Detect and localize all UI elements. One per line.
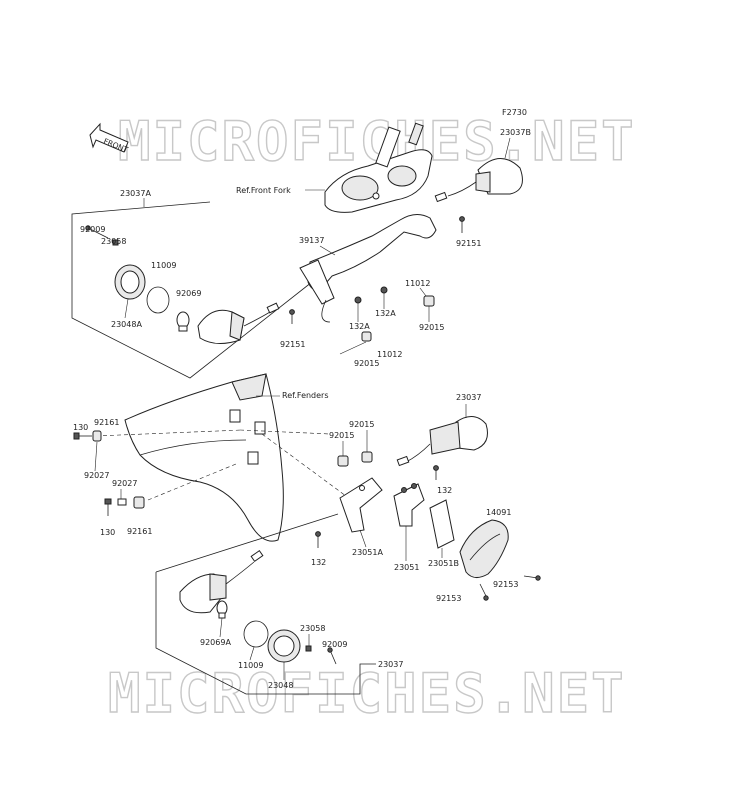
label-23051: 23051 xyxy=(394,563,419,572)
screw-92009-bottom xyxy=(327,647,337,665)
label-92151-right: 92151 xyxy=(456,239,481,248)
inset-frame-top-left xyxy=(71,201,313,379)
label-92009-top: 92009 xyxy=(80,225,105,234)
label-132A-right: 132A xyxy=(375,309,396,318)
turn-signal-23037B xyxy=(434,158,523,203)
bolt-130-upper xyxy=(73,432,92,440)
bolt-132-lower xyxy=(315,531,321,548)
label-39137: 39137 xyxy=(299,236,324,245)
cover-14091 xyxy=(459,519,509,578)
nut-23058-bottom xyxy=(305,645,312,652)
label-23037B: 23037B xyxy=(500,128,531,137)
label-23051A: 23051A xyxy=(352,548,383,557)
label-132-right: 132 xyxy=(437,486,452,495)
label-92015-right: 92015 xyxy=(419,323,444,332)
label-92027-upper: 92027 xyxy=(84,471,109,480)
bolt-130-lower xyxy=(104,498,112,516)
diagram-code: F2730 xyxy=(502,108,527,117)
front-fork-bracket xyxy=(324,122,433,213)
label-11012-right: 11012 xyxy=(405,279,430,288)
oring-11009-top xyxy=(146,286,170,314)
bolt-132-right xyxy=(433,465,439,480)
label-130-upper: 130 xyxy=(73,423,88,432)
label-23037-right: 23037 xyxy=(456,393,481,402)
grommet-11012-left xyxy=(361,331,372,342)
label-92009-bottom: 92009 xyxy=(322,640,347,649)
label-92027-lower: 92027 xyxy=(112,479,137,488)
grommet-92161-lower xyxy=(133,496,145,509)
housing-23048 xyxy=(267,629,301,663)
label-23058-top: 23058 xyxy=(101,237,126,246)
label-92161-upper: 92161 xyxy=(94,418,119,427)
nut-23058-top xyxy=(112,239,119,246)
turn-signal-23037-bottom xyxy=(179,549,264,614)
screw-92151-right xyxy=(459,216,465,233)
watermark-bottom: MICROFICHES.NET xyxy=(108,662,626,725)
label-132-lower: 132 xyxy=(311,558,326,567)
oring-11009-bottom xyxy=(243,620,269,648)
label-130-lower: 130 xyxy=(100,528,115,537)
label-23037A: 23037A xyxy=(120,189,151,198)
label-92153-right: 92153 xyxy=(493,580,518,589)
label-23048: 23048 xyxy=(268,681,293,690)
label-23058-bottom: 23058 xyxy=(300,624,325,633)
label-23048A: 23048A xyxy=(111,320,142,329)
label-92161-lower: 92161 xyxy=(127,527,152,536)
stay-23051B xyxy=(429,499,455,549)
label-92153-left: 92153 xyxy=(436,594,461,603)
bulb-92069 xyxy=(176,311,190,332)
label-23051B: 23051B xyxy=(428,559,459,568)
label-11009-bottom: 11009 xyxy=(238,661,263,670)
label-ref-front-fork: Ref.Front Fork xyxy=(236,186,291,195)
bulb-92069A xyxy=(216,600,228,619)
label-92015-mid-left: 92015 xyxy=(329,431,354,440)
screw-92009-top xyxy=(85,225,109,239)
label-92069: 92069 xyxy=(176,289,201,298)
stay-23051A xyxy=(339,477,383,533)
housing-23048A xyxy=(114,264,146,300)
washer-92027-lower xyxy=(117,498,127,506)
label-92015-mid-right: 92015 xyxy=(349,420,374,429)
label-23037-bottom: 23037 xyxy=(378,660,403,669)
grommet-92015-mid-left xyxy=(337,455,349,467)
grommet-92161-upper xyxy=(92,430,102,442)
label-92151-left: 92151 xyxy=(280,340,305,349)
nut-132A-left xyxy=(354,296,362,304)
label-92069A: 92069A xyxy=(200,638,231,647)
label-ref-fenders: Ref.Fenders xyxy=(282,391,329,400)
label-132A-left: 132A xyxy=(349,322,370,331)
label-11012-left: 11012 xyxy=(377,350,402,359)
bracket-39137 xyxy=(299,214,437,323)
label-14091: 14091 xyxy=(486,508,511,517)
inset-frame-bottom-left xyxy=(155,572,376,695)
screw-92151-left xyxy=(289,309,295,324)
stay-23051 xyxy=(393,483,425,527)
turn-signal-23037A xyxy=(197,302,280,344)
screw-92153-left xyxy=(479,583,489,601)
screw-92153-right xyxy=(523,575,541,581)
label-92015-bottom: 92015 xyxy=(354,359,379,368)
grommet-92015-right xyxy=(423,295,435,307)
nut-132A-right xyxy=(380,286,388,294)
front-fender xyxy=(124,373,284,542)
label-11009-top: 11009 xyxy=(151,261,176,270)
grommet-92015-mid-right xyxy=(361,451,373,463)
turn-signal-23037-right xyxy=(396,416,488,467)
